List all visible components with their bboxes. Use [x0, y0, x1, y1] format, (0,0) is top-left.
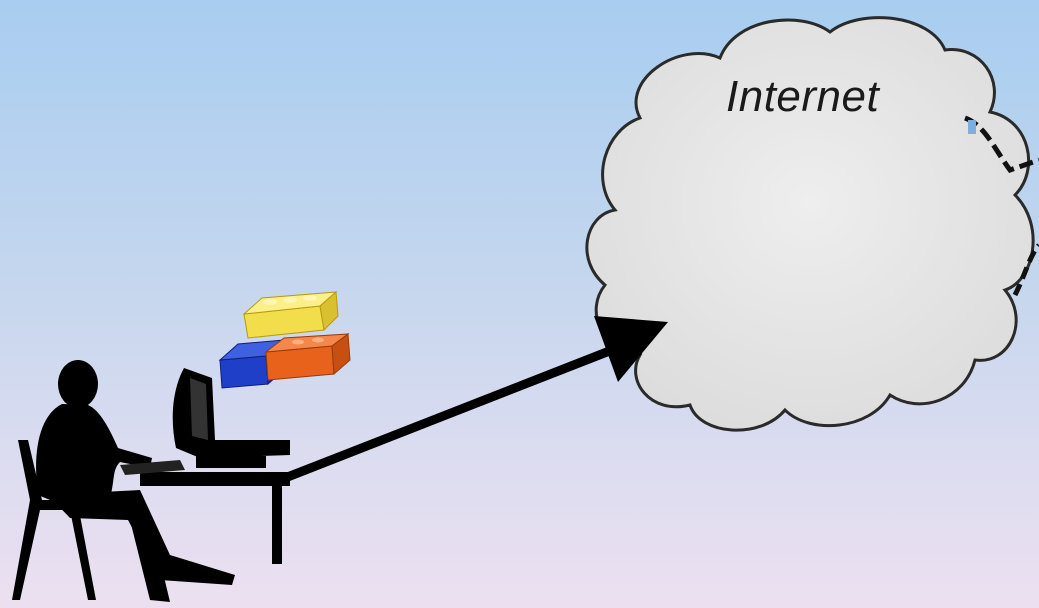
- person-at-computer-icon: [12, 360, 290, 602]
- desk-top: [140, 472, 290, 486]
- link-marker: [968, 120, 976, 134]
- cloud-label: Internet: [726, 72, 880, 121]
- arrow-shaft: [280, 345, 617, 483]
- person-head: [58, 360, 98, 408]
- arrowhead: [594, 316, 668, 382]
- keyboard: [120, 460, 185, 475]
- monitor-screen-glare: [190, 378, 208, 440]
- lego-bricks-icon: [218, 290, 351, 389]
- person-shin: [130, 520, 170, 602]
- desk-leg: [272, 484, 282, 564]
- monitor-base: [196, 456, 266, 468]
- arrow-icon: [280, 316, 668, 483]
- lego-brick-orange: [264, 333, 351, 381]
- chair: [12, 440, 96, 600]
- lego-brick-yellow: [242, 290, 339, 339]
- outgoing-link-bottom: [1012, 243, 1039, 297]
- outgoing-connection-icon: [963, 115, 1039, 297]
- person-torso: [36, 404, 152, 500]
